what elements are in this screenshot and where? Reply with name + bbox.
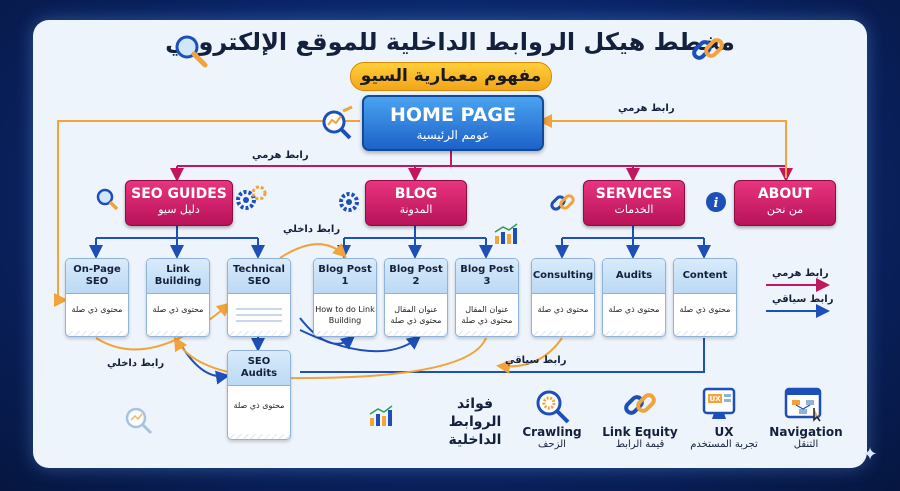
category-label-ar: المدونة <box>399 203 433 216</box>
card-body: محتوى ذي صلة <box>537 305 589 314</box>
card-title: Blog Post 2 <box>385 259 447 294</box>
page-title: مخطط هيكل الروابط الداخلية للموقع الإلكت… <box>165 28 735 56</box>
category-label-ar: الخدمات <box>614 203 654 216</box>
category-label-en: SEO GUIDES <box>131 186 227 202</box>
benefit-label-en: Navigation <box>769 425 843 439</box>
benefit-label-en: Link Equity <box>602 425 678 439</box>
info-icon: i <box>705 191 727 213</box>
home-label-ar: عومم الرئيسية <box>416 128 490 142</box>
category-label-ar: من نحن <box>766 203 804 216</box>
card-consulting[interactable]: Consulting محتوى ذي صلة <box>531 258 595 337</box>
sparkle-icon: ✦ <box>862 444 878 465</box>
card-title: Technical SEO <box>228 259 290 294</box>
card-title: Content <box>674 259 736 294</box>
benefit-ux: UX تجربة المستخدم <box>684 425 764 450</box>
card-title: Blog Post 3 <box>456 259 518 294</box>
card-content[interactable]: Content محتوى ذي صلة <box>673 258 737 337</box>
category-label-en: ABOUT <box>757 186 813 202</box>
benefit-label-ar: الزحف <box>538 439 566 450</box>
card-blog-post-2[interactable]: Blog Post 2 عنوان المقال محتوى ذي صلة <box>384 258 448 337</box>
chain-link-icon <box>688 30 728 70</box>
card-body: محتوى ذي صلة <box>71 305 123 314</box>
card-body: محتوى ذي صلة <box>152 305 204 314</box>
card-title: Audits <box>603 259 665 294</box>
contextual-link-label: رابط سياقي <box>505 355 567 366</box>
card-link-building[interactable]: Link Building محتوى ذي صلة <box>146 258 210 337</box>
card-body: محتوى ذي صلة <box>608 305 660 314</box>
benefit-label-en: UX <box>714 425 734 439</box>
card-blog-post-3[interactable]: Blog Post 3 عنوان المقال محتوى ذي صلة <box>455 258 519 337</box>
gear-icon <box>337 190 361 214</box>
gears-icon <box>234 184 268 214</box>
card-body: How to do Link Building <box>315 305 375 325</box>
category-about[interactable]: ABOUT من نحن <box>734 180 836 226</box>
category-services[interactable]: SERVICES الخدمات <box>583 180 685 226</box>
card-body: محتوى ذي صلة <box>233 401 285 410</box>
category-blog[interactable]: BLOG المدونة <box>365 180 467 226</box>
subtitle-pill: مفهوم معمارية السيو <box>350 62 552 91</box>
ux-screen-icon: UX <box>702 386 738 422</box>
hierarchical-link-label: رابط هرمي <box>618 103 675 114</box>
benefit-label-ar: التنقل <box>793 439 819 450</box>
category-label-en: SERVICES <box>595 186 673 202</box>
bar-chart-icon <box>492 222 520 246</box>
category-seo-guides[interactable]: SEO GUIDES دليل سيو <box>125 180 233 226</box>
card-title: On-Page SEO <box>66 259 128 294</box>
card-technical-seo[interactable]: Technical SEO <box>227 258 291 337</box>
card-on-page-seo[interactable]: On-Page SEO محتوى ذي صلة <box>65 258 129 337</box>
card-blog-post-1[interactable]: Blog Post 1 How to do Link Building <box>313 258 377 337</box>
card-body: عنوان المقال محتوى ذي صلة <box>461 305 513 325</box>
card-body: عنوان المقال محتوى ذي صلة <box>390 305 442 325</box>
card-body: محتوى ذي صلة <box>679 305 731 314</box>
svg-text:i: i <box>714 196 719 211</box>
benefit-label-ar: تجربة المستخدم <box>690 439 758 450</box>
internal-link-label: رابط داخلي <box>107 358 165 369</box>
magnifier-icon <box>94 186 120 212</box>
card-title: Link Building <box>147 259 209 294</box>
svg-text:UX: UX <box>709 395 721 403</box>
home-page-node[interactable]: HOME PAGE عومم الرئيسية <box>362 95 544 151</box>
magnifier-gear-icon <box>532 388 572 424</box>
magnifier-chart-icon <box>318 104 356 142</box>
card-audits[interactable]: Audits محتوى ذي صلة <box>602 258 666 337</box>
benefit-label-ar: قيمة الرابط <box>615 439 665 450</box>
card-title: Blog Post 1 <box>314 259 376 294</box>
category-label-en: BLOG <box>394 186 438 202</box>
search-icon <box>172 32 210 70</box>
benefit-link-equity: Link Equity قيمة الرابط <box>600 425 680 450</box>
card-body <box>228 294 290 304</box>
category-label-ar: دليل سيو <box>158 203 200 216</box>
legend-contextual-label: رابط سياقي <box>772 294 834 305</box>
internal-link-label: رابط داخلي <box>283 224 341 235</box>
benefits-title: فوائد الروابط الداخلية <box>448 396 502 448</box>
benefit-navigation: Navigation التنقل <box>768 425 844 450</box>
chain-link-icon <box>548 188 578 218</box>
magnifier-chart-icon <box>122 404 154 436</box>
hierarchical-link-label: رابط هرمي <box>252 150 309 161</box>
home-label-en: HOME PAGE <box>389 104 516 126</box>
card-seo-audits[interactable]: SEO Audits محتوى ذي صلة <box>227 350 291 440</box>
navigation-sitemap-icon <box>784 386 824 422</box>
benefit-crawling: Crawling الزحف <box>516 425 588 450</box>
card-title: SEO Audits <box>228 351 290 386</box>
bar-chart-icon <box>366 404 396 428</box>
benefit-label-en: Crawling <box>522 425 582 439</box>
chain-link-icon <box>620 386 660 424</box>
card-title: Consulting <box>532 259 594 294</box>
legend-hierarchical-label: رابط هرمي <box>772 268 829 279</box>
